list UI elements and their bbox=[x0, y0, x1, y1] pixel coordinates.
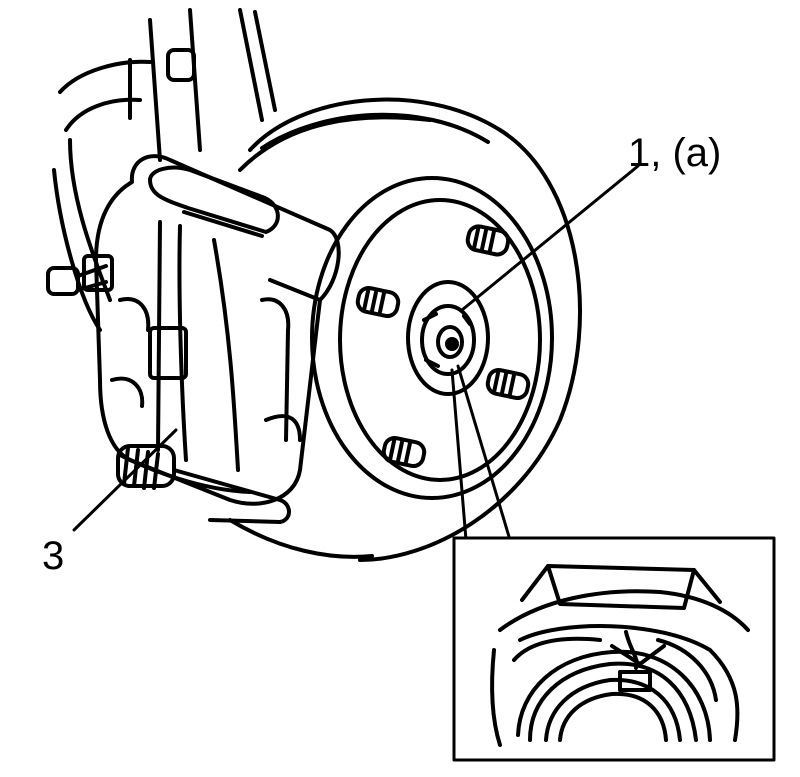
zoom-line-right bbox=[456, 364, 512, 542]
wheel-hub bbox=[310, 176, 554, 500]
zoom-line-left bbox=[450, 368, 468, 542]
detail-nut-view bbox=[490, 564, 750, 747]
callout-label-3: 3 bbox=[42, 534, 65, 578]
lower-caliper-bolt bbox=[116, 444, 291, 524]
wheel-stud bbox=[485, 367, 531, 401]
hub-nut bbox=[406, 280, 490, 396]
leader-line-1 bbox=[460, 164, 640, 312]
leader-lines bbox=[72, 164, 640, 542]
callout-label-1: 1, (a) bbox=[628, 131, 722, 175]
wheel-stud bbox=[355, 285, 401, 319]
caliper-bolt bbox=[46, 254, 114, 296]
detail-inset bbox=[452, 536, 776, 762]
wheel-stud bbox=[381, 435, 427, 469]
leader-line-3 bbox=[72, 428, 178, 532]
wheel-stud bbox=[465, 224, 511, 257]
steering-knuckle bbox=[52, 8, 277, 332]
brake-disc bbox=[228, 97, 582, 562]
wheel-studs bbox=[355, 224, 531, 469]
brake-caliper bbox=[94, 154, 341, 506]
